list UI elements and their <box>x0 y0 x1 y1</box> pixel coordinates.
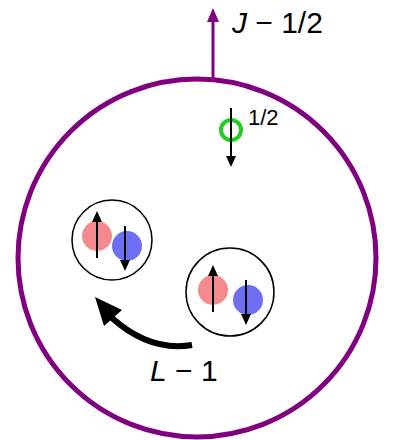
arrowhead <box>226 156 236 167</box>
spin-arrow <box>212 274 214 312</box>
quantum-label: L − 1 <box>150 354 218 387</box>
spin-arrow <box>96 220 98 258</box>
arrowhead <box>207 8 219 22</box>
arrowhead <box>208 265 218 276</box>
rotation-arrow <box>112 318 192 346</box>
pair-circle <box>72 200 152 280</box>
spin-arrow <box>124 226 126 262</box>
neutron <box>233 285 263 315</box>
arrowhead <box>241 314 251 325</box>
neutron <box>112 231 142 261</box>
quantum-label: 1/2 <box>248 106 279 130</box>
spin-arrow <box>212 20 215 79</box>
arrowhead <box>120 260 130 271</box>
arrowhead <box>92 211 102 222</box>
quantum-label: J − 1/2 <box>232 6 323 39</box>
nucleus-circle <box>18 79 376 437</box>
arrowhead <box>95 297 122 326</box>
spin-arrow <box>245 280 247 316</box>
spin-arrow <box>230 108 232 158</box>
pair-circle <box>186 248 274 336</box>
